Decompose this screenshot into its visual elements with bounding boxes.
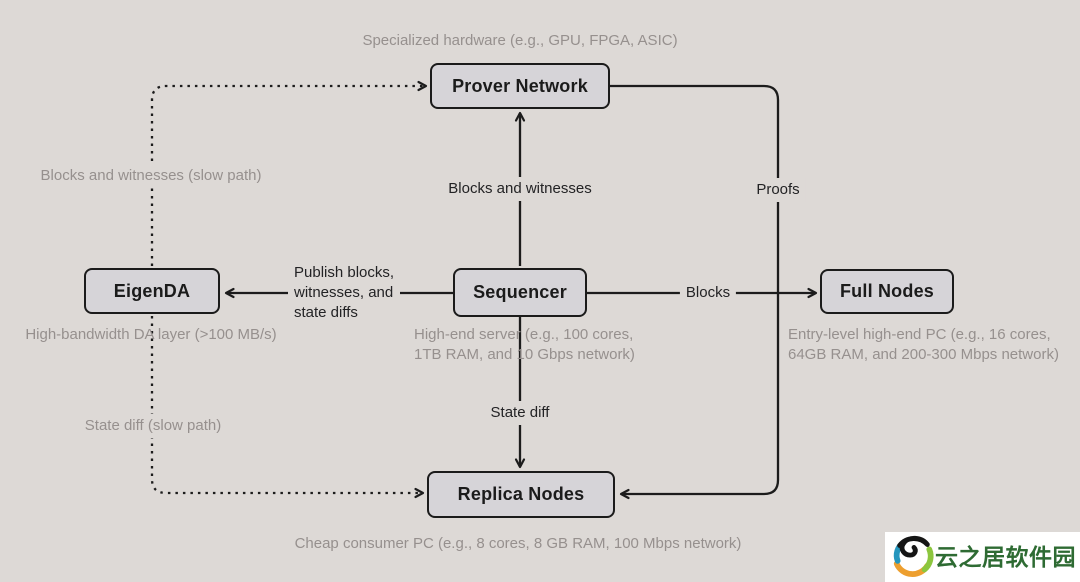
node-prover-network-label: Prover Network xyxy=(452,75,588,96)
node-sequencer-label: Sequencer xyxy=(473,282,567,302)
watermark-logo-icon xyxy=(893,535,934,577)
edge-label-publish-blocks: Publish blocks, witnesses, and state dif… xyxy=(288,261,401,325)
watermark-text: 云之居软件园 xyxy=(935,544,1076,570)
arrow-eigenda-to-replica xyxy=(150,316,425,499)
edge-label-blocks-witnesses-slow-path: Blocks and witnesses (slow path) xyxy=(34,164,268,188)
node-full-nodes: Full Nodes xyxy=(820,269,954,314)
edge-label-blocks-and-witnesses: Blocks and witnesses xyxy=(442,177,598,201)
node-full-nodes-label: Full Nodes xyxy=(839,281,934,301)
edge-label-state-diff-slow-path: State diff (slow path) xyxy=(78,414,228,438)
caption-prover-network: Specialized hardware (e.g., GPU, FPGA, A… xyxy=(362,32,678,49)
edge-label-blocks: Blocks xyxy=(679,281,737,305)
node-prover-network: Prover Network xyxy=(430,63,610,109)
node-eigenda: EigenDA xyxy=(84,268,220,314)
node-eigenda-label: EigenDA xyxy=(113,280,191,301)
node-replica-nodes: Replica Nodes xyxy=(427,471,615,518)
arrow-prover-to-replica xyxy=(610,84,780,500)
caption-sequencer: High-end server (e.g., 100 cores, 1TB RA… xyxy=(414,326,635,363)
edge-label-proofs: Proofs xyxy=(750,178,806,202)
caption-replica-nodes: Cheap consumer PC (e.g., 8 cores, 8 GB R… xyxy=(294,535,742,552)
caption-eigenda: High-bandwidth DA layer (>100 MB/s) xyxy=(25,326,277,343)
node-sequencer: Sequencer xyxy=(453,268,587,317)
caption-full-nodes: Entry-level high-end PC (e.g., 16 cores,… xyxy=(788,326,1059,363)
arrow-eigenda-to-prover xyxy=(150,80,428,266)
edge-label-state-diff: State diff xyxy=(484,401,556,425)
watermark: 云之居软件园 xyxy=(885,532,1080,582)
node-replica-nodes-label: Replica Nodes xyxy=(457,484,585,504)
